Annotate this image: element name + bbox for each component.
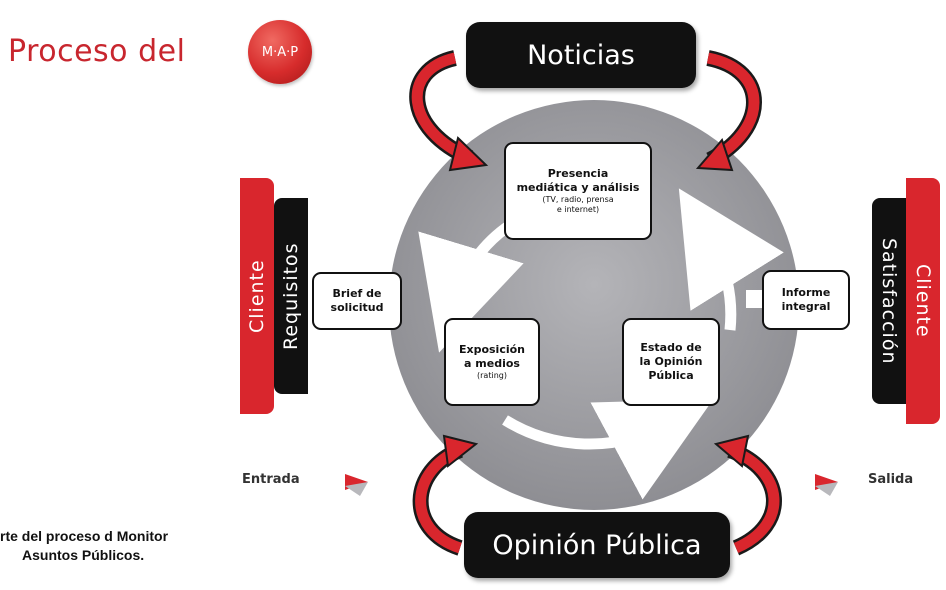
cycle-arrow-right bbox=[678, 188, 784, 331]
cliente-requisitos-panel: Cliente Requisitos bbox=[240, 178, 308, 414]
cliente-satisfaccion-panel: Satisfacción Cliente bbox=[872, 178, 940, 424]
caption-line2: Asuntos Públicos. bbox=[22, 546, 145, 563]
informe-line1: Informe bbox=[781, 286, 831, 300]
presencia-line3: (TV, radio, prensa bbox=[542, 194, 614, 204]
opinion-publica-pill: Opinión Pública bbox=[464, 512, 730, 578]
cycle-arrow-bottom bbox=[502, 399, 714, 500]
estado-line3: Pública bbox=[648, 368, 694, 382]
salida-label: Salida bbox=[868, 472, 914, 487]
presencia-line2: mediática y análisis bbox=[516, 181, 640, 194]
exposicion-box: Exposición a medios (rating) bbox=[444, 318, 540, 406]
informe-box: Informe integral bbox=[762, 270, 850, 330]
estado-box: Estado de la Opinión Pública bbox=[622, 318, 720, 406]
cliente-left-label: Cliente bbox=[240, 178, 274, 414]
entrada-flag-icon bbox=[345, 474, 368, 496]
cycle-arrow-left bbox=[418, 220, 524, 353]
exposicion-line2: a medios bbox=[464, 357, 520, 370]
presencia-line4: e internet) bbox=[556, 204, 600, 214]
exposicion-line3: (rating) bbox=[477, 370, 507, 380]
requisitos-label: Requisitos bbox=[274, 198, 308, 394]
caption: rte del proceso d Monitor Asuntos Públic… bbox=[0, 527, 168, 565]
connector-right bbox=[746, 290, 762, 308]
presencia-line1: Presencia bbox=[547, 167, 609, 181]
page-title: Proceso del bbox=[8, 34, 186, 69]
satisfaccion-label: Satisfacción bbox=[872, 198, 906, 404]
brief-line1: Brief de bbox=[332, 287, 382, 301]
red-arrowhead-top-left bbox=[448, 136, 489, 172]
red-arrowhead-bottom-right bbox=[713, 434, 750, 468]
caption-line1: rte del proceso d Monitor bbox=[0, 528, 169, 544]
estado-line2: la Opinión bbox=[639, 355, 703, 369]
red-arrowhead-bottom-left bbox=[442, 434, 479, 468]
exposicion-line1: Exposición bbox=[458, 343, 526, 357]
entrada-label: Entrada bbox=[242, 472, 300, 487]
red-arrowhead-top-right bbox=[695, 138, 734, 172]
presencia-box: Presencia mediática y análisis (TV, radi… bbox=[504, 142, 652, 240]
cliente-right-label: Cliente bbox=[906, 178, 940, 424]
salida-flag-icon bbox=[815, 474, 838, 496]
map-logo: M·A·P bbox=[248, 20, 312, 84]
brief-line2: solicitud bbox=[330, 301, 384, 314]
informe-line2: integral bbox=[781, 300, 831, 313]
estado-line1: Estado de bbox=[640, 341, 702, 355]
brief-box: Brief de solicitud bbox=[312, 272, 402, 330]
noticias-pill: Noticias bbox=[466, 22, 696, 88]
